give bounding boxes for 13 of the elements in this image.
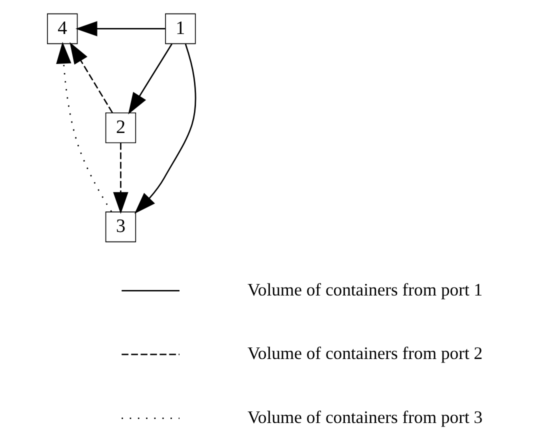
arrow	[134, 44, 196, 214]
node-box: 4	[46, 13, 78, 44]
node-box: 3	[104, 212, 136, 242]
node-box: 2	[104, 112, 136, 144]
node-box: 1	[164, 13, 196, 44]
arrow	[69, 42, 112, 114]
arrow	[56, 42, 112, 212]
legend-label: Volume of containers from port 1	[246, 279, 482, 300]
arrow	[75, 21, 165, 36]
arrow	[128, 44, 172, 114]
legend-label: Volume of containers from port 3	[246, 406, 482, 427]
arrow	[112, 142, 128, 214]
legend-label: Volume of containers from port 2	[246, 343, 482, 364]
